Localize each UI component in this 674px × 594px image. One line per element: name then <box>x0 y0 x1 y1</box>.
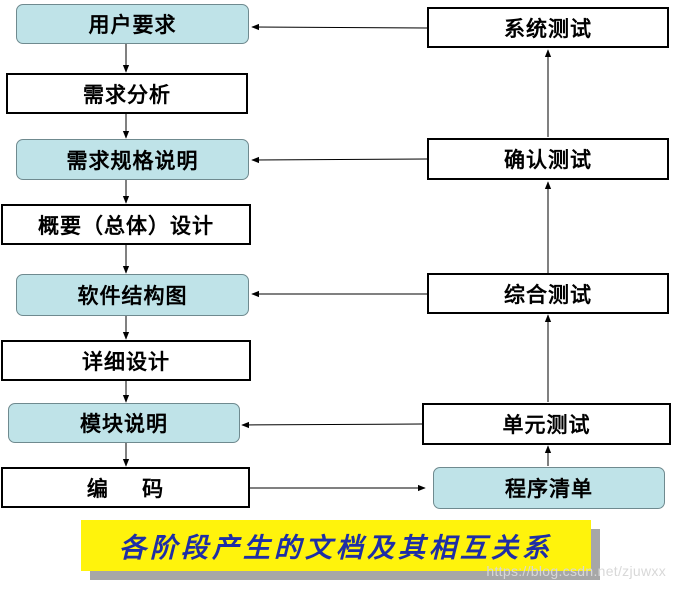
arrow-system-test-to-user-requirements <box>251 23 428 31</box>
arrow-unit-test-to-module <box>241 421 423 429</box>
node-requirements-spec: 需求规格说明 <box>16 139 249 180</box>
node-requirements-analysis: 需求分析 <box>6 73 248 114</box>
node-program-listing: 程序清单 <box>433 467 665 509</box>
node-unit-test: 单元测试 <box>422 403 671 445</box>
node-overall-design: 概要（总体）设计 <box>1 204 251 245</box>
node-coding: 编 码 <box>1 467 250 508</box>
node-integration-test: 综合测试 <box>427 273 669 314</box>
node-software-structure-chart: 软件结构图 <box>16 274 249 316</box>
node-acceptance-test: 确认测试 <box>427 138 669 180</box>
arrow-acceptance-test-to-spec <box>251 156 428 164</box>
node-detailed-design: 详细设计 <box>1 340 251 381</box>
node-user-requirements: 用户要求 <box>16 4 249 44</box>
watermark-text: https://blog.csdn.net/zjuwxx <box>486 563 666 579</box>
diagram-caption: 各阶段产生的文档及其相互关系 <box>81 520 591 571</box>
node-module-spec: 模块说明 <box>8 403 240 443</box>
node-system-test: 系统测试 <box>427 7 669 48</box>
